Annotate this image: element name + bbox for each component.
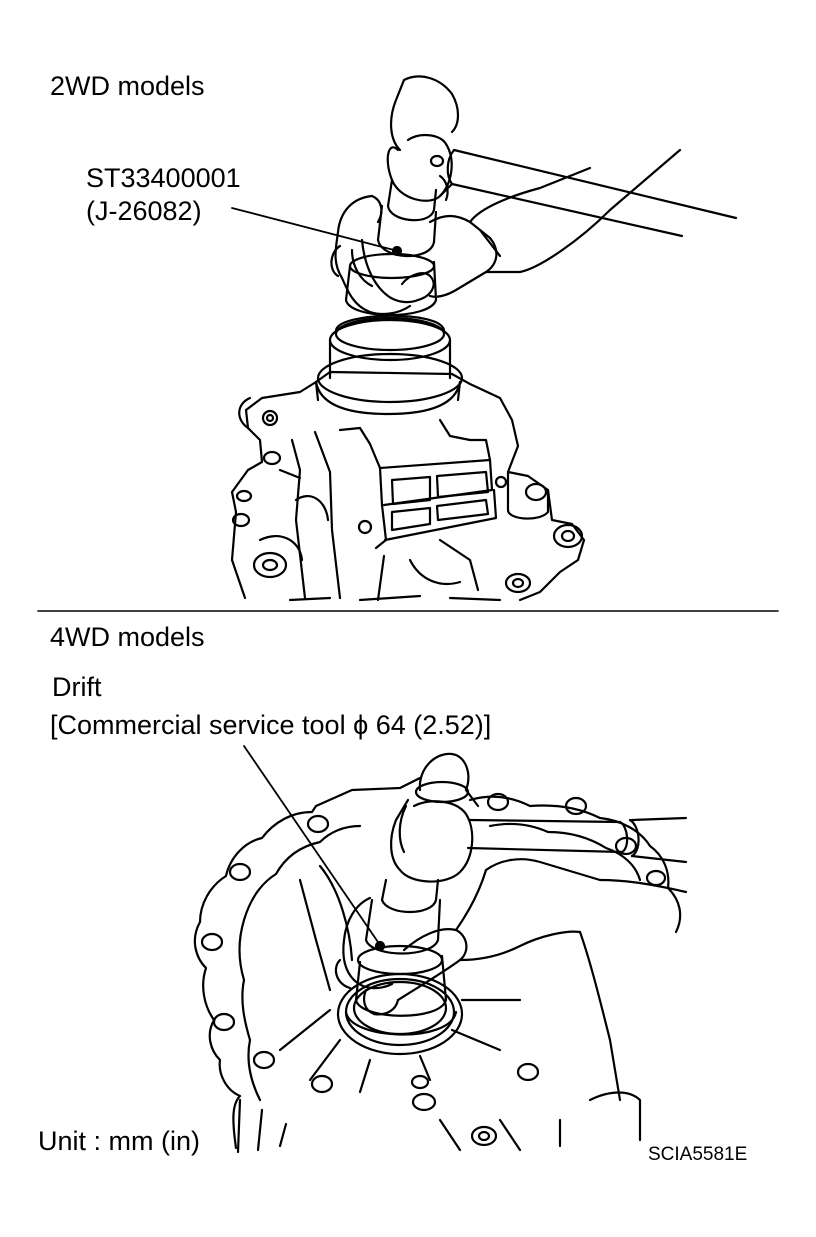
transmission-case-2wd <box>230 370 586 602</box>
tool-alt-number-label: (J-26082) <box>86 196 202 226</box>
leader-line-4wd <box>243 745 381 946</box>
heading-2wd: 2WD models <box>50 71 205 101</box>
drift-tool-2wd <box>316 245 464 404</box>
tool-number-label: ST33400001 <box>86 163 241 193</box>
drift-tool-4wd <box>336 898 464 1056</box>
drift-label: Drift <box>52 672 102 702</box>
transfer-case-4wd <box>193 776 682 1154</box>
unit-note: Unit : mm (in) <box>38 1126 200 1156</box>
hammer-icon-2wd <box>376 75 738 258</box>
heading-4wd: 4WD models <box>50 622 205 652</box>
drift-spec-label: [Commercial service tool ϕ 64 (2.52)] <box>50 710 492 740</box>
hand-icon-2wd <box>330 148 682 316</box>
figure-code: SCIA5581E <box>648 1144 748 1165</box>
hand-icon-4wd <box>334 858 688 1102</box>
leader-line-2wd <box>231 207 395 251</box>
hammer-icon-4wd <box>380 752 688 913</box>
